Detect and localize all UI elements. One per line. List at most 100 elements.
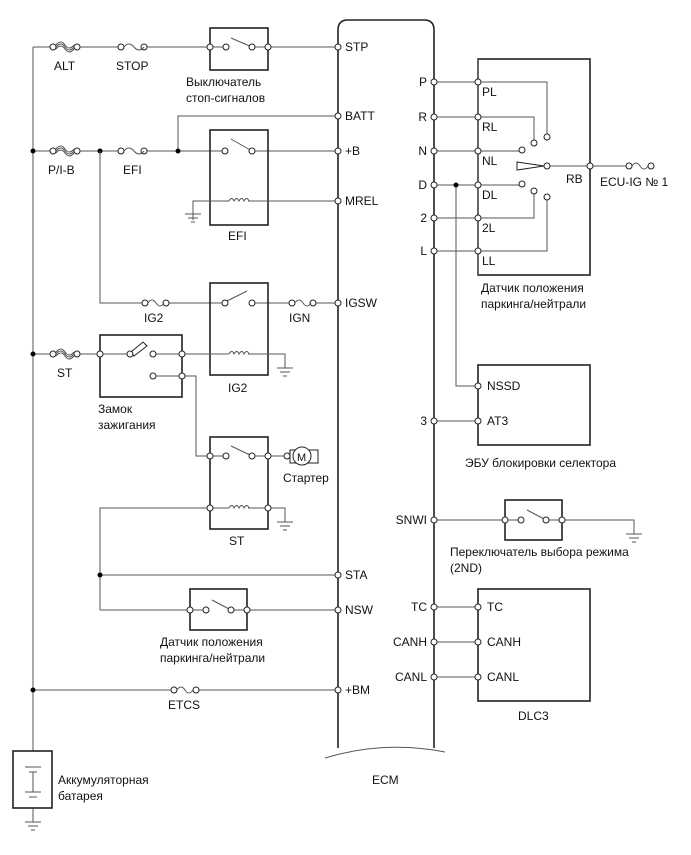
terminal-nsw: NSW	[345, 603, 374, 617]
coil-icon	[228, 351, 250, 356]
mrel-wire	[192, 200, 338, 220]
starter-motor-icon: M	[283, 446, 319, 466]
ecu-ig-fuse-label: ECU-IG № 1	[600, 175, 669, 189]
stop-switch-box	[209, 27, 269, 71]
st-fuse-icon	[49, 348, 81, 360]
st-fuse-label: ST	[57, 366, 73, 380]
pn-switch-right-label-2: паркинга/нейтрали	[481, 297, 586, 311]
mode-switch-label: Переключатель выбора режима	[450, 545, 629, 559]
battery-label: Аккумуляторная	[58, 773, 149, 787]
switch-icon	[501, 509, 566, 524]
ignition-switch-box	[99, 334, 183, 398]
pin-nl: NL	[482, 154, 498, 168]
efi-fuse-label: EFI	[123, 163, 142, 177]
terminal-mrel: MREL	[345, 194, 379, 208]
efi-relay-box	[209, 129, 269, 226]
igsw-wire	[99, 151, 338, 304]
pn-contacts	[474, 78, 594, 255]
etcs-fuse-icon	[170, 686, 200, 694]
battery-label-2: батарея	[58, 789, 103, 803]
relay-switch-icon	[221, 138, 256, 155]
terminal-stp: STP	[345, 40, 368, 54]
svg-text:M: M	[297, 452, 306, 464]
pib-fuse-icon	[49, 145, 81, 157]
dlc3-label: DLC3	[518, 709, 549, 723]
pin-canl: CANL	[487, 670, 519, 684]
efi-relay-label: EFI	[228, 229, 247, 243]
ignition-key-icon	[96, 341, 186, 380]
relay-switch-icon	[221, 290, 256, 307]
ecm-label: ECM	[372, 773, 399, 787]
st-coil-wire	[99, 507, 286, 610]
ecm-break-line	[324, 746, 446, 759]
alt-fuse-icon	[49, 41, 81, 53]
stop-fuse-icon	[117, 43, 148, 51]
battery-box	[12, 750, 53, 809]
pin-pl: PL	[482, 85, 497, 99]
ignition-switch-label: Замок	[98, 402, 133, 416]
coil-icon	[228, 198, 250, 203]
coil-icon	[228, 505, 250, 510]
terminal-r: R	[418, 110, 427, 124]
terminal-n: N	[418, 144, 427, 158]
pin-ll: LL	[482, 254, 496, 268]
starter-label: Стартер	[283, 471, 329, 485]
snwi-wire	[434, 519, 635, 534]
ground-icon	[277, 521, 293, 531]
pn-wires	[434, 59, 627, 422]
switch-icon	[206, 37, 272, 51]
terminal-canl: CANL	[395, 670, 427, 684]
pn-switch-left-label: Датчик положения	[160, 635, 263, 649]
terminal-canh: CANH	[393, 635, 427, 649]
st-relay-box	[209, 436, 269, 530]
switch-icon	[186, 599, 251, 614]
shift-lock-ecu-box	[477, 364, 591, 446]
ig2-fuse-icon	[141, 299, 170, 307]
pin-rl: RL	[482, 120, 498, 134]
dlc3-wires	[434, 606, 478, 678]
relay-switch-icon	[206, 445, 287, 460]
pn-switch-left-label-2: паркинга/нейтрали	[160, 651, 265, 665]
ig2-fuse-label: IG2	[144, 311, 164, 325]
ground-icon	[25, 821, 41, 831]
pin-tc: TC	[487, 600, 503, 614]
ground-icon	[626, 533, 642, 543]
terminal-sta: STA	[345, 568, 367, 582]
terminal-bm: +BM	[345, 683, 370, 697]
terminal-3: 3	[420, 414, 427, 428]
pib-fuse-label: P/I-B	[48, 163, 75, 177]
stop-fuse-label: STOP	[116, 59, 148, 73]
ecu-ig-fuse-icon	[625, 162, 655, 170]
ignition-switch-label-2: зажигания	[98, 418, 156, 432]
pin-rb: RB	[566, 172, 583, 186]
terminal-l: L	[420, 244, 427, 258]
ig2-relay-box	[209, 282, 269, 376]
battery-icon	[25, 766, 41, 798]
stop-switch-label-2: стоп-сигналов	[186, 91, 265, 105]
ground-icon	[277, 367, 293, 377]
st-relay-label: ST	[229, 534, 245, 548]
ecm-left-terminals	[334, 43, 342, 694]
pin-canh: CANH	[487, 635, 521, 649]
ig2-relay-label: IG2	[228, 381, 248, 395]
terminal-igsw: IGSW	[345, 296, 378, 310]
terminal-p: P	[419, 75, 427, 89]
alt-fuse-label: ALT	[54, 59, 76, 73]
terminal-snwi: SNWI	[396, 513, 427, 527]
pin-at3: AT3	[487, 414, 508, 428]
ign-fuse-icon	[288, 299, 317, 307]
terminal-batt: BATT	[345, 109, 375, 123]
shift-lock-ecu-label: ЭБУ блокировки селектора	[465, 456, 616, 470]
terminal-d: D	[418, 178, 427, 192]
ground-icon	[185, 213, 201, 223]
terminal-tc: TC	[411, 600, 427, 614]
st-wire	[33, 353, 286, 457]
etcs-fuse-label: ETCS	[168, 698, 200, 712]
pin-nssd: NSSD	[487, 379, 521, 393]
batt-wire	[177, 115, 338, 151]
selector-wiper-icon	[516, 161, 545, 171]
ign-fuse-label: IGN	[289, 311, 310, 325]
terminal-2: 2	[420, 211, 427, 225]
efi-fuse-icon	[117, 147, 148, 155]
